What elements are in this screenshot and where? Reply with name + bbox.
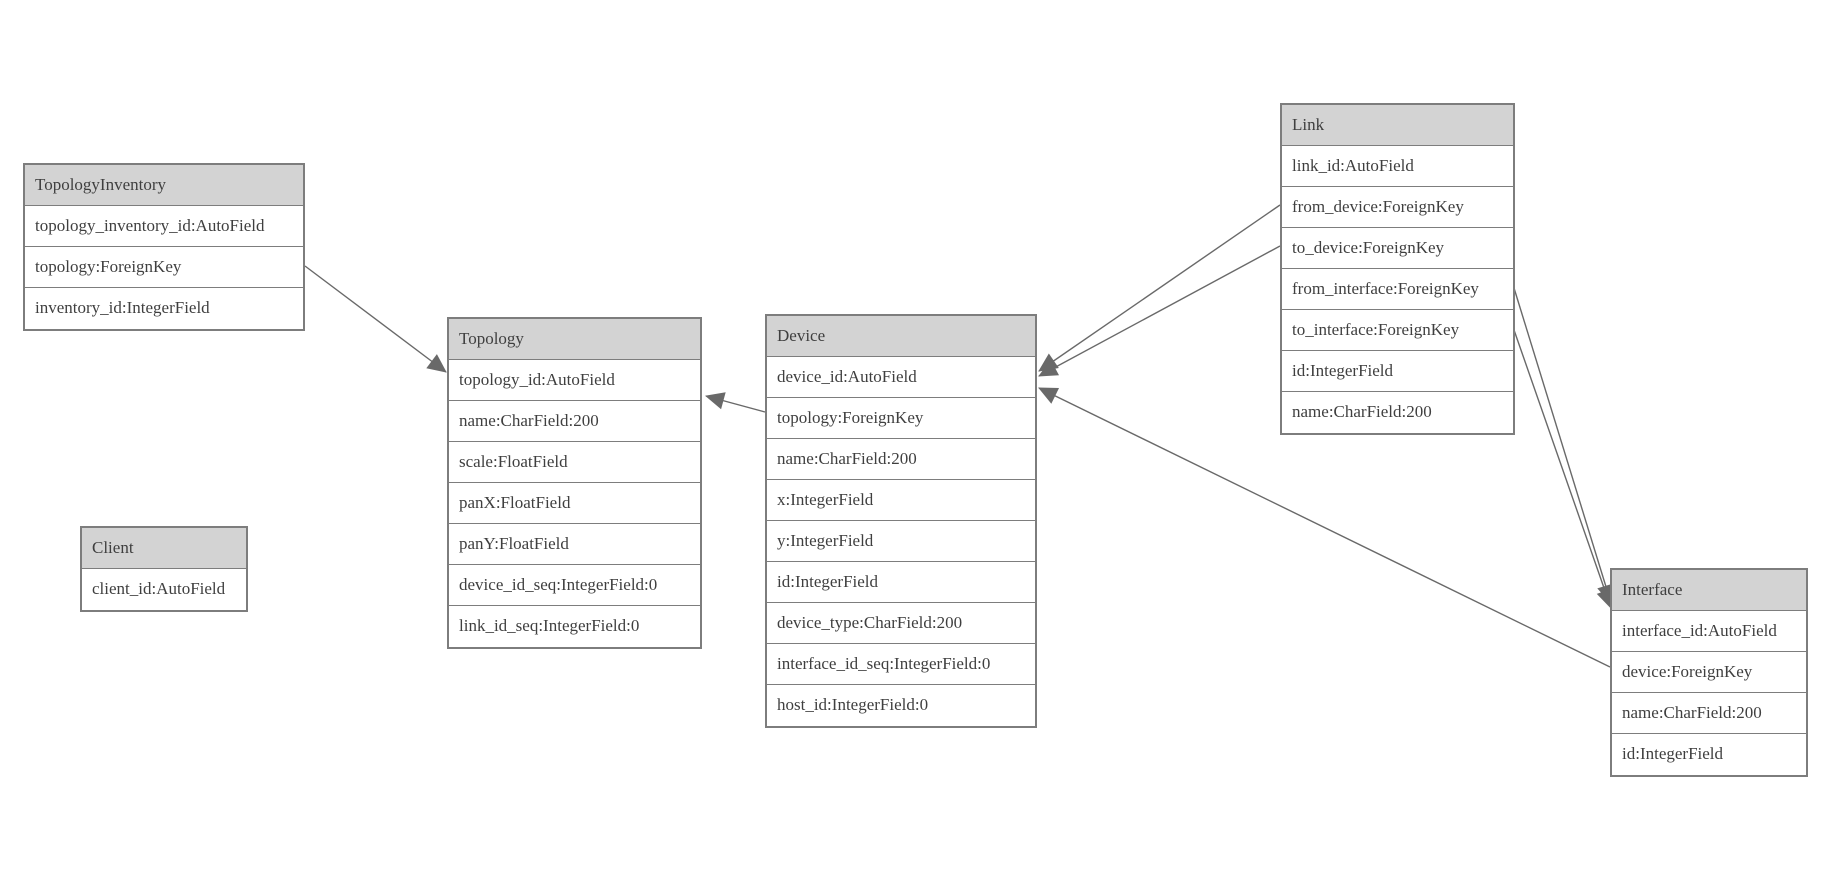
table-field-row: topology_inventory_id:AutoField [25,206,303,247]
table-field-row: interface_id_seq:IntegerField:0 [767,644,1035,685]
table-field-row: name:CharField:200 [1612,693,1806,734]
table-field-row: to_interface:ForeignKey [1282,310,1513,351]
table-field-row: client_id:AutoField [82,569,246,610]
table-field-row: name:CharField:200 [449,401,700,442]
table-field-row: device_id_seq:IntegerField:0 [449,565,700,606]
table-field-row: device_id:AutoField [767,357,1035,398]
table-field-row: panY:FloatField [449,524,700,565]
table-field-row: topology_id:AutoField [449,360,700,401]
table-field-row: y:IntegerField [767,521,1035,562]
table-field-row: device_type:CharField:200 [767,603,1035,644]
table-field-row: link_id:AutoField [1282,146,1513,187]
table-field-row: name:CharField:200 [767,439,1035,480]
edge-link-from_device-to-device [1038,204,1281,372]
table-field-row: id:IntegerField [1282,351,1513,392]
table-field-row: id:IntegerField [767,562,1035,603]
table-field-row: from_interface:ForeignKey [1282,269,1513,310]
table-title-link: Link [1282,105,1513,146]
table-field-row: to_device:ForeignKey [1282,228,1513,269]
table-field-row: name:CharField:200 [1282,392,1513,433]
table-field-row: inventory_id:IntegerField [25,288,303,329]
table-field-row: link_id_seq:IntegerField:0 [449,606,700,647]
edge-interface-device-to-device [1038,387,1611,668]
table-field-row: device:ForeignKey [1612,652,1806,693]
table-field-row: panX:FloatField [449,483,700,524]
table-field-row: scale:FloatField [449,442,700,483]
table-field-row: id:IntegerField [1612,734,1806,775]
table-field-row: topology:ForeignKey [25,247,303,288]
table-field-row: topology:ForeignKey [767,398,1035,439]
edge-topologyinventory-topology-to-topology [304,265,447,373]
edge-link-to_device-to-device [1038,245,1281,377]
table-field-row: x:IntegerField [767,480,1035,521]
table-title-interface: Interface [1612,570,1806,611]
edge-device-topology-to-topology [705,392,766,413]
edge-link-to_interface-to-interface [1513,329,1614,609]
table-title-topologyinventory: TopologyInventory [25,165,303,206]
table-title-device: Device [767,316,1035,357]
table-field-row: host_id:IntegerField:0 [767,685,1035,726]
table-field-row: from_device:ForeignKey [1282,187,1513,228]
table-title-topology: Topology [449,319,700,360]
edge-link-from_interface-to-interface [1513,287,1615,604]
table-field-row: interface_id:AutoField [1612,611,1806,652]
table-title-client: Client [82,528,246,569]
